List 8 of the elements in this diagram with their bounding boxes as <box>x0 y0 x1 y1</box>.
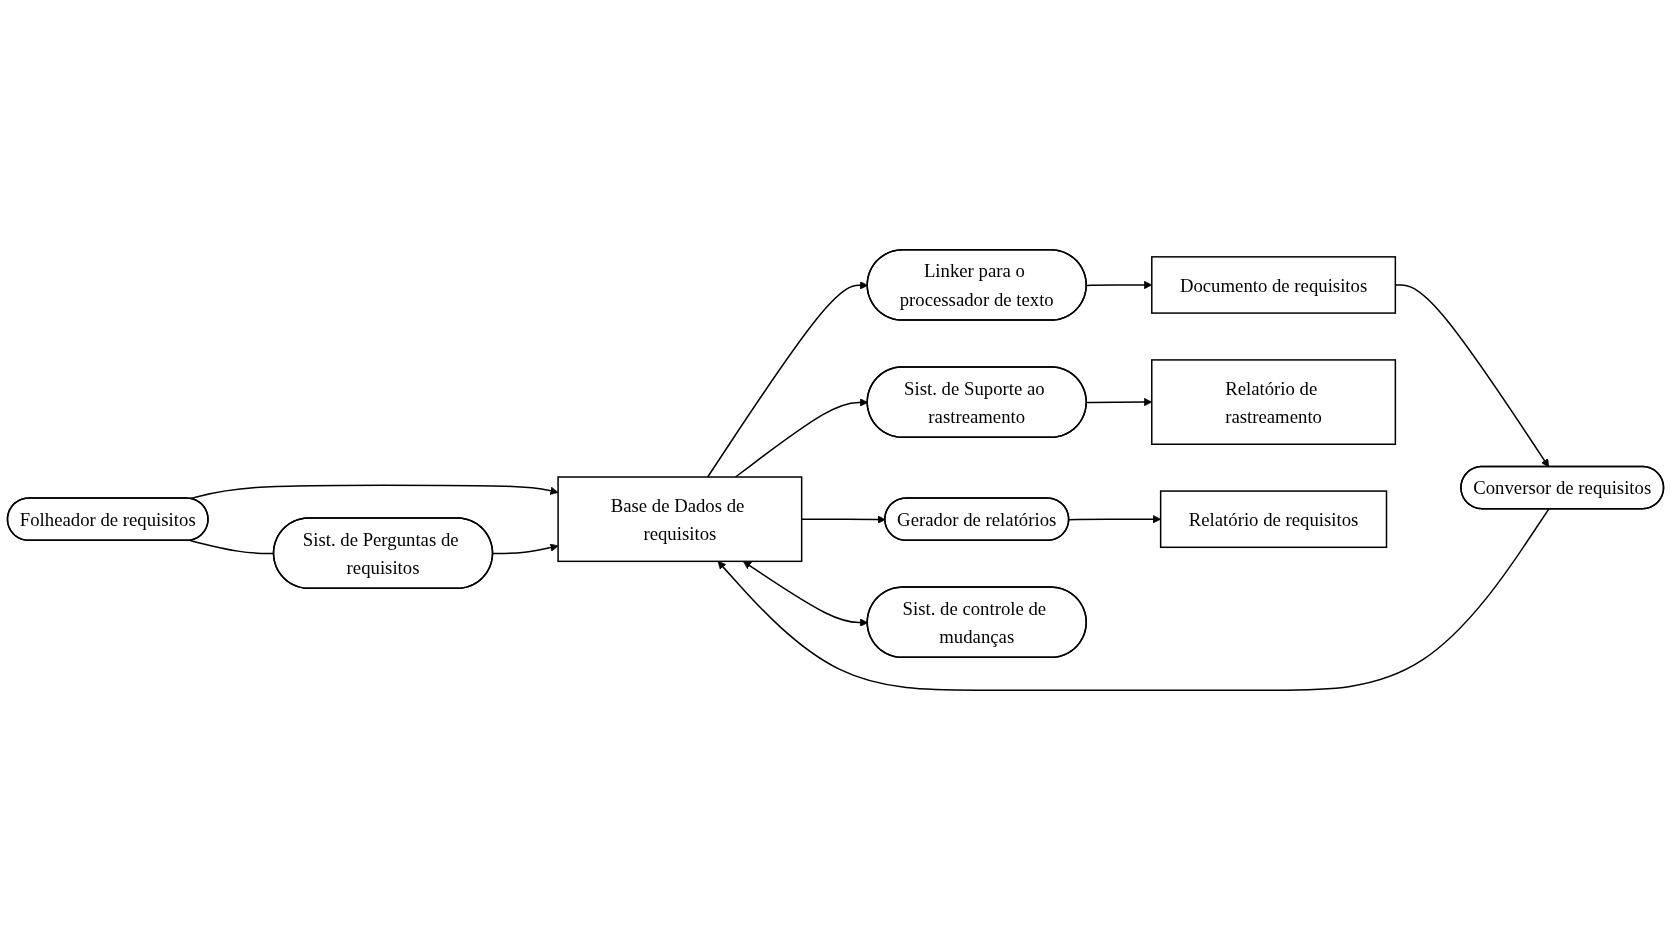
arrow <box>717 508 1550 691</box>
arrow <box>1068 515 1161 524</box>
node-box: Relatório de rastreamento <box>1151 359 1397 445</box>
arrow <box>189 484 559 500</box>
arrow <box>492 543 559 555</box>
node-box: Base de Dados de requisitos <box>557 476 803 563</box>
node-box: Relatório de requisitos <box>1159 490 1388 549</box>
node-box: Documento de requisitos <box>1151 256 1397 314</box>
